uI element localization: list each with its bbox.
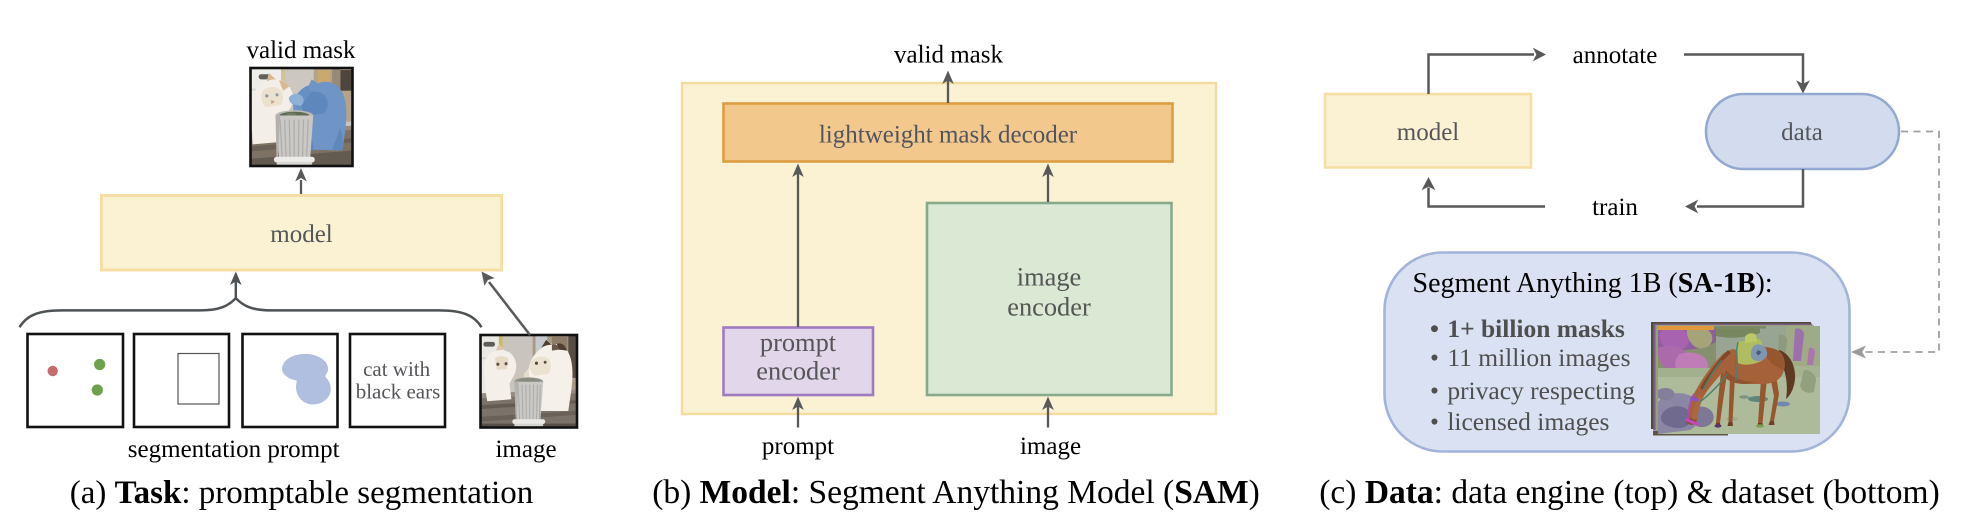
svg-text:(a) Task: promptable segmentat: (a) Task: promptable segmentation <box>70 475 534 511</box>
svg-text:model: model <box>270 221 333 248</box>
svg-text:• 11 million images: • 11 million images <box>1430 343 1631 372</box>
svg-text:lightweight mask decoder: lightweight mask decoder <box>819 122 1078 149</box>
svg-text:(c) Data: data engine (top) &: (c) Data: data engine (top) & dataset (b… <box>1319 474 1940 511</box>
svg-text:encoder: encoder <box>1007 292 1091 322</box>
svg-text:image: image <box>1020 433 1081 460</box>
svg-text:(b) Model: Segment Anything Mo: (b) Model: Segment Anything Model (SAM) <box>652 474 1260 511</box>
svg-text:encoder: encoder <box>756 356 840 386</box>
svg-text:valid mask: valid mask <box>894 42 1004 69</box>
svg-text:data: data <box>1781 119 1823 146</box>
svg-text:• privacy respecting: • privacy respecting <box>1430 376 1635 405</box>
svg-text:• 1+ billion masks: • 1+ billion masks <box>1430 314 1625 343</box>
svg-text:Segment Anything 1B (SA-1B):: Segment Anything 1B (SA-1B): <box>1413 268 1773 299</box>
svg-text:image: image <box>495 436 556 463</box>
svg-text:prompt: prompt <box>760 327 837 357</box>
svg-text:black ears: black ears <box>356 380 441 404</box>
svg-text:model: model <box>1397 119 1460 146</box>
svg-text:cat with: cat with <box>363 357 431 381</box>
svg-text:train: train <box>1592 194 1638 221</box>
svg-text:annotate: annotate <box>1573 42 1658 69</box>
svg-text:segmentation prompt: segmentation prompt <box>128 436 340 463</box>
svg-text:• licensed images: • licensed images <box>1430 407 1609 436</box>
svg-text:valid mask: valid mask <box>246 37 356 64</box>
svg-text:image: image <box>1017 262 1081 292</box>
svg-text:prompt: prompt <box>762 433 834 460</box>
